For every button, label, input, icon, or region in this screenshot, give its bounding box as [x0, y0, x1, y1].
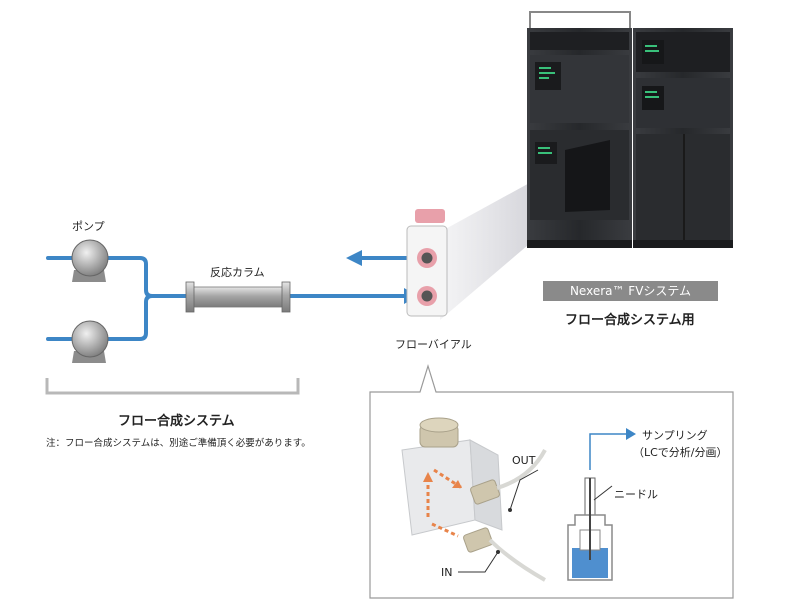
pump-1-icon [71, 239, 109, 282]
flow-system-bracket [45, 378, 300, 395]
in-label: IN [441, 566, 453, 579]
vial-detail-icon [401, 417, 547, 582]
flow-system-title: フロー合成システム [118, 414, 235, 429]
needle-label: ニードル [614, 488, 658, 501]
reaction-column-icon [185, 281, 291, 313]
sampling-sub-label: （LCで分析/分画） [633, 446, 728, 459]
pump-2-icon [71, 320, 109, 363]
pump-label: ポンプ [72, 220, 105, 233]
flow-vial-icon [406, 209, 448, 317]
sampling-label: サンプリング [642, 429, 708, 442]
vial-callout-box [369, 363, 734, 599]
orange-arrow-head-2 [423, 472, 433, 482]
in-leader-line [458, 551, 499, 573]
nexera-caption: フロー合成システム用 [565, 313, 695, 328]
out-leader-line [509, 469, 539, 511]
outflow-arrow-head [346, 250, 362, 266]
column-label: 反応カラム [210, 266, 265, 279]
orange-arrow-head-1 [452, 480, 462, 488]
nexera-instrument-image [527, 11, 733, 248]
flow-lines [46, 256, 414, 341]
flow-system-note: 注：フロー合成システムは、別途ご準備頂く必要があります。 [46, 438, 311, 449]
nexera-badge: Nexera™ FVシステム [543, 281, 718, 301]
needle-vial-section-icon [567, 428, 636, 581]
flow-path-arrows [426, 468, 463, 538]
out-label: OUT [512, 454, 536, 467]
needle-leader-line [593, 485, 613, 501]
flow-vial-label: フローバイアル [395, 338, 472, 351]
